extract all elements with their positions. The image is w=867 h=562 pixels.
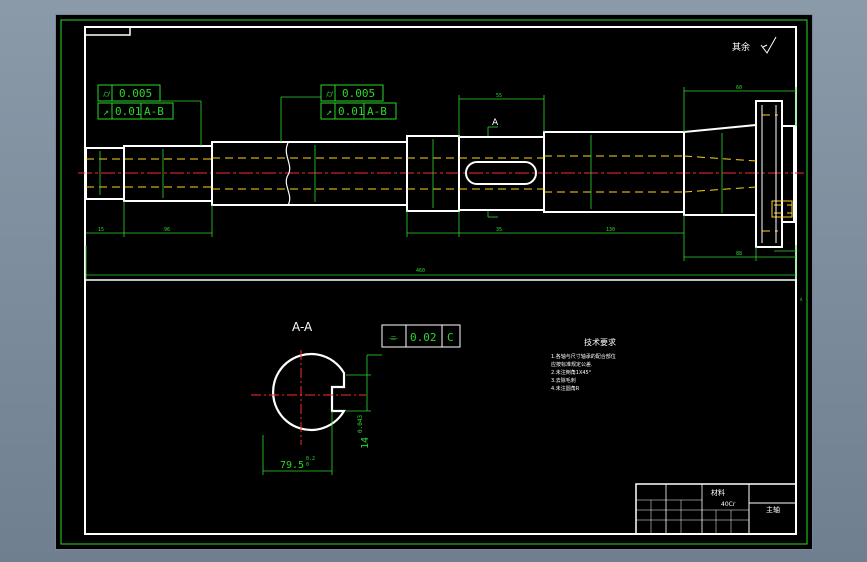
gdt-top-mid-value1: 0.005	[342, 87, 375, 100]
svg-text:A: A	[800, 297, 803, 302]
gdt-section-datum: C	[447, 331, 454, 344]
shaft-step-6	[543, 131, 685, 213]
svg-text:60: 60	[736, 85, 742, 91]
roughness-symbol: 其余	[732, 36, 777, 54]
title-block: 材料 40Cr 主轴	[635, 483, 797, 535]
svg-text:⌯: ⌯	[389, 331, 398, 344]
gdt-frame-section: ⌯ 0.02 C	[381, 324, 461, 348]
svg-text:⌭: ⌭	[103, 89, 111, 100]
svg-text:⌭: ⌭	[326, 89, 334, 100]
section-title: A-A	[292, 320, 313, 334]
svg-text:35: 35	[496, 227, 502, 233]
tech-req-item-3: 2.未注倒角1X45°	[551, 369, 592, 376]
section-dim-width-tol-low: 0	[306, 462, 309, 468]
section-dim-width-tol: 0.2	[306, 456, 315, 462]
frame-corner-tab	[84, 26, 131, 36]
shaft-flange	[755, 100, 783, 248]
section-dim-key-tol: 0.043	[357, 415, 364, 433]
gdt-top-mid-datum: A-B	[367, 105, 387, 118]
cad-viewport[interactable]: 其余	[55, 14, 813, 550]
section-dim-width: 79.5	[280, 460, 304, 471]
dimension-lines	[85, 87, 797, 279]
gdt-section-value: 0.02	[410, 331, 437, 344]
tech-req-title: 技术要求	[584, 337, 616, 347]
svg-text:88: 88	[736, 251, 742, 257]
shaft-taper	[683, 123, 757, 216]
svg-text:↗: ↗	[103, 107, 109, 118]
hidden-lines	[86, 114, 792, 232]
svg-text:↗: ↗	[326, 107, 332, 118]
tech-req-item-5: 4.未注圆角R	[551, 385, 580, 392]
gdt-top-left-value2: 0.01	[115, 105, 142, 118]
gdt-top-mid-value2: 0.01	[338, 105, 365, 118]
shaft-main-view	[78, 100, 804, 248]
section-mark-label: A	[492, 118, 499, 128]
svg-text:96: 96	[164, 227, 170, 233]
break-line	[285, 142, 291, 206]
gdt-top-left-value1: 0.005	[119, 87, 152, 100]
section-dim-key: 14	[360, 437, 371, 449]
tech-req-item-4: 3.去除毛刺	[551, 377, 576, 384]
material-value: 40Cr	[721, 501, 736, 508]
svg-text:460: 460	[416, 268, 425, 274]
material-label: 材料	[711, 488, 725, 497]
tech-req-item-2: 应按标准规定公差.	[551, 361, 593, 368]
sheet-outer-border	[60, 19, 808, 545]
section-view-aa: A-A 79.5 0.2 0 14 0.043	[251, 320, 382, 475]
gdt-frame-top-mid: ⌭ 0.005 ↗ 0.01 A-B	[320, 84, 397, 120]
drawing-canvas: 其余	[60, 19, 808, 545]
roughness-label: 其余	[732, 41, 750, 53]
keyway-slot	[465, 161, 537, 185]
shaft-end	[781, 125, 795, 223]
hidden-hole	[771, 200, 793, 218]
section-circle	[272, 352, 346, 432]
svg-text:130: 130	[606, 227, 615, 233]
tech-req-item-1: 1.各轴与尺寸轴承的配合部位	[551, 353, 616, 360]
gdt-top-left-datum: A-B	[144, 105, 164, 118]
svg-text:15: 15	[98, 227, 104, 233]
technical-requirements: 技术要求 1.各轴与尺寸轴承的配合部位 应按标准规定公差. 2.未注倒角1X45…	[551, 337, 616, 392]
gdt-frame-top-left: ⌭ 0.005 ↗ 0.01 A-B	[97, 84, 174, 120]
part-name: 主轴	[766, 505, 780, 514]
svg-text:55: 55	[496, 93, 502, 99]
